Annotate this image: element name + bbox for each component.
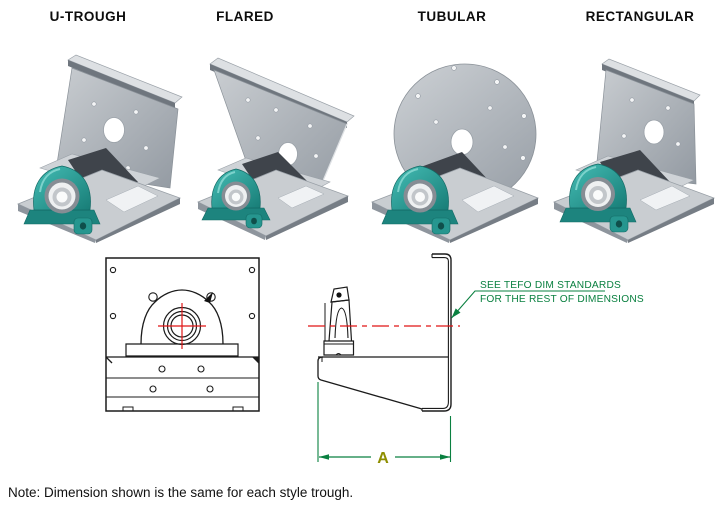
rectangular-bearing-bore <box>581 177 615 211</box>
flared-back-plate <box>209 57 355 203</box>
annotation-line1: SEE TEFO DIM STANDARDS <box>480 280 621 291</box>
tubular-center-hole <box>450 128 474 156</box>
dimension-a: A <box>317 382 452 467</box>
annotation-leader-arrow <box>451 308 461 318</box>
u-trough-bearing-bore <box>44 178 80 214</box>
rectangular-bearing <box>559 163 637 233</box>
bottom-note: Note: Dimension shown is the same for ea… <box>8 485 354 500</box>
flared-3d-image <box>197 57 355 240</box>
side-view-bearing <box>323 286 355 356</box>
title-u-trough: U-TROUGH <box>49 9 127 24</box>
front-view-centerline-crosshair <box>158 303 206 349</box>
dimension-drawings: SEE TEFO DIM STANDARDS FOR THE REST OF D… <box>105 253 644 467</box>
front-view-drawing <box>105 257 260 412</box>
front-view-pointer-arrow <box>204 292 213 303</box>
flared-bearing-bore <box>221 181 251 211</box>
side-view-drawing <box>308 253 460 412</box>
annotation: SEE TEFO DIM STANDARDS FOR THE REST OF D… <box>451 280 644 319</box>
title-rectangular: RECTANGULAR <box>585 9 695 24</box>
u-trough-bearing <box>23 165 101 235</box>
tubular-bearing <box>381 165 459 235</box>
annotation-line2: FOR THE REST OF DIMENSIONS <box>480 294 644 305</box>
tubular-bearing-bore <box>403 179 437 213</box>
title-flared: FLARED <box>216 9 274 24</box>
rectangular-3d-image <box>553 58 716 243</box>
rectangular-back-plate <box>595 58 701 185</box>
dimension-label-a: A <box>377 450 389 467</box>
flared-bearing <box>201 168 271 229</box>
u-trough-3d-image <box>16 54 183 243</box>
title-tubular: TUBULAR <box>417 9 487 24</box>
tubular-3d-image <box>370 63 540 243</box>
